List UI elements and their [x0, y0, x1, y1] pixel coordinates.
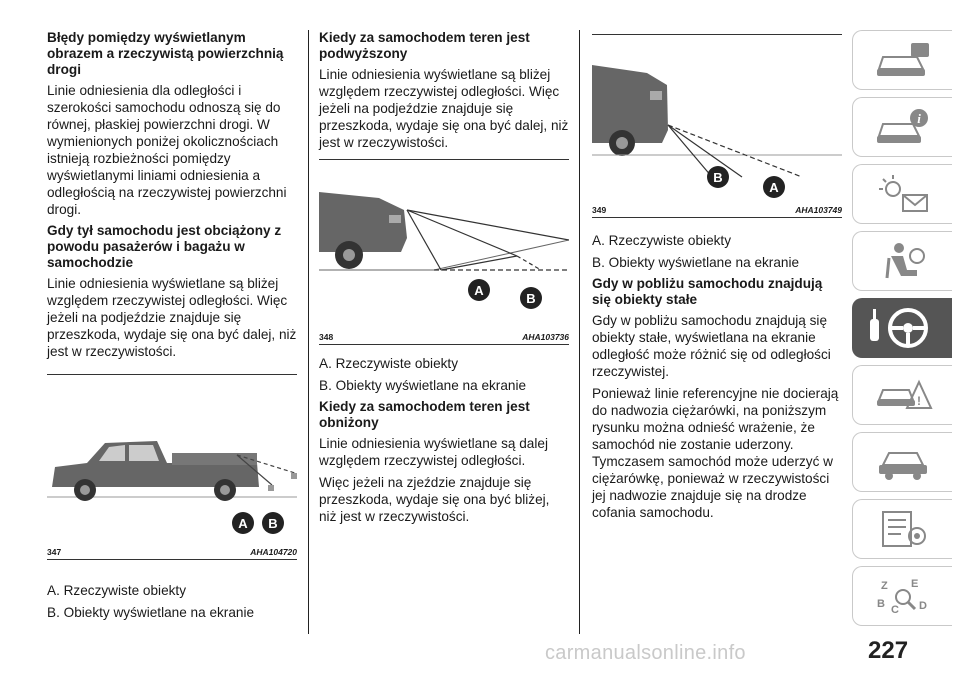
svg-text:E: E [911, 578, 918, 590]
legend-a: A. Rzeczywiste obiekty [319, 356, 459, 371]
figure-code: AHA104720 [250, 547, 297, 557]
paragraph: Więc jeżeli na zjeździe znajduje się prz… [319, 475, 550, 524]
legend-a: A. Rzeczywiste obiekty [47, 583, 187, 598]
legend-b: B. Obiekty wyświetlane na ekranie [47, 605, 255, 620]
legend-b: B. Obiekty wyświetlane na ekranie [319, 378, 527, 393]
figure-caption: 347 AHA104720 [47, 545, 297, 560]
legend-a: A. Rzeczywiste obiekty [592, 233, 732, 248]
chapter-tabs: i [852, 30, 952, 633]
seat-airbag-icon [885, 243, 925, 279]
label-a: A [769, 180, 779, 195]
tab-car-info[interactable]: i [852, 97, 952, 157]
tab-steering-wheel-key[interactable] [852, 298, 952, 358]
figure-code: AHA103749 [795, 205, 842, 215]
label-a: A [238, 516, 248, 531]
figure-347: A B 347 AHA104720 [47, 374, 297, 560]
truck-fixed-objects-illustration: B A [592, 65, 842, 198]
alphabetical-index-icon: Z E B C D [877, 578, 927, 616]
column-divider [308, 30, 309, 634]
figure-number: 347 [47, 547, 62, 557]
figure-caption: 349 AHA103749 [592, 203, 842, 218]
warning-triangle-icon: ! [876, 379, 933, 409]
car-dashboard-icon [876, 43, 929, 76]
figure-number: 349 [592, 205, 607, 215]
column-1: Błędy pomiędzy wyświetlanym obrazem a rz… [47, 30, 297, 626]
car-info-icon: i [876, 109, 928, 143]
paragraph: Ponieważ linie referencyjne nie docieraj… [592, 386, 839, 520]
steering-wheel-key-icon [869, 308, 928, 348]
svg-text:C: C [891, 604, 899, 616]
paragraph: Linie odniesienia dla odległości i szero… [47, 83, 287, 217]
truck-raised-ground-illustration: A B [319, 192, 569, 309]
watermark: carmanualsonline.info [545, 642, 746, 664]
truck-loaded-illustration: A B [47, 441, 297, 534]
tab-car-dashboard[interactable] [852, 30, 952, 90]
tab-seat-airbag[interactable] [852, 231, 952, 291]
paragraph: Gdy w pobliżu samochodu znajdują się obi… [592, 313, 831, 379]
tab-technical-data[interactable] [852, 499, 952, 559]
page-number: 227 [868, 637, 909, 664]
paragraph: Linie odniesienia wyświetlane są bliżej … [47, 276, 297, 359]
paragraph: Linie odniesienia wyświetlane są dalej w… [319, 436, 548, 468]
svg-text:B: B [877, 598, 885, 610]
figure-349: B A 349 AHA103749 [592, 34, 842, 218]
section-heading: Kiedy za samochodem teren jest podwyższo… [319, 30, 530, 61]
warning-lights-icon [878, 175, 928, 212]
svg-text:!: ! [917, 394, 921, 408]
paragraph: Linie odniesienia wyświetlane są bliżej … [319, 67, 569, 150]
column-divider [579, 30, 580, 634]
label-b: B [713, 170, 722, 185]
figure-caption: 348 AHA103736 [319, 330, 569, 345]
section-heading: Kiedy za samochodem teren jest obniżony [319, 399, 530, 430]
column-2: Kiedy za samochodem teren jest podwyższo… [319, 30, 569, 530]
car-maintenance-icon [878, 452, 927, 480]
technical-data-icon [881, 511, 926, 547]
label-b: B [268, 516, 277, 531]
figure-348: A B 348 AHA103736 [319, 159, 569, 345]
section-heading: Gdy tył samochodu jest obciążony z powod… [47, 223, 282, 270]
label-b: B [526, 291, 535, 306]
tab-alphabetical-index[interactable]: Z E B C D [852, 566, 952, 626]
tab-warning-triangle[interactable]: ! [852, 365, 952, 425]
svg-text:D: D [919, 600, 927, 612]
column-3: B A 349 AHA103749 A. Rzeczywiste obiekty… [592, 30, 842, 526]
tab-warning-lights[interactable] [852, 164, 952, 224]
svg-text:i: i [917, 111, 921, 126]
section-heading: Gdy w pobliżu samochodu znajdują się obi… [592, 276, 823, 307]
figure-code: AHA103736 [522, 332, 569, 342]
svg-text:Z: Z [881, 580, 888, 592]
figure-number: 348 [319, 332, 334, 342]
tab-car-maintenance[interactable] [852, 432, 952, 492]
label-a: A [474, 283, 484, 298]
section-heading: Błędy pomiędzy wyświetlanym obrazem a rz… [47, 30, 284, 77]
legend-b: B. Obiekty wyświetlane na ekranie [592, 255, 800, 270]
